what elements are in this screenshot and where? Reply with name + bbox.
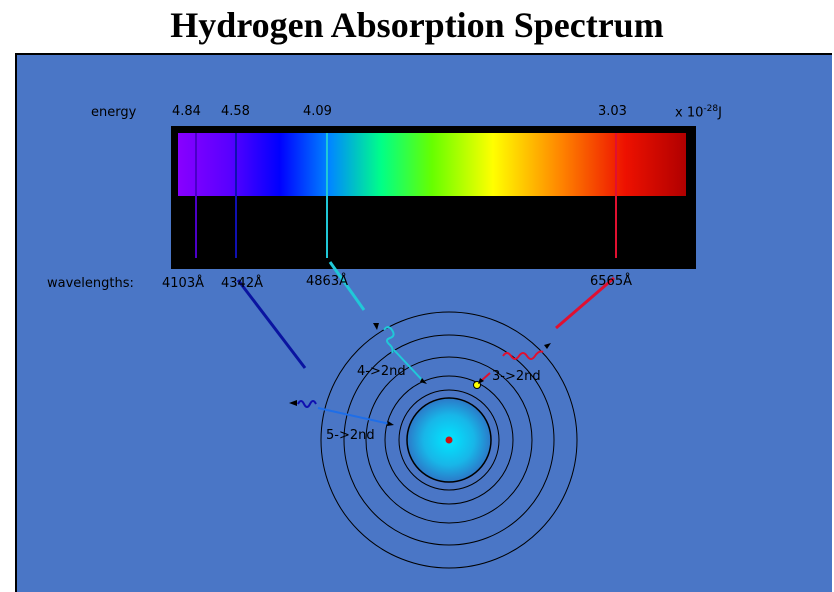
ray-6565 xyxy=(555,276,615,330)
wavelength-label: wavelengths: xyxy=(47,276,134,291)
wavelength-value: 4863Å xyxy=(306,274,348,289)
nucleus xyxy=(445,436,453,444)
energy-label: energy xyxy=(91,105,137,120)
photon-4863-arrowhead xyxy=(373,323,379,330)
transition-arrow-5 xyxy=(317,407,391,425)
photon-4863 xyxy=(383,326,395,354)
ray-4342 xyxy=(236,279,307,369)
transition-arrow-3 xyxy=(480,372,491,382)
energy-value: 4.84 xyxy=(172,104,201,119)
ray-4863 xyxy=(328,261,366,311)
energy-unit: x 10-28J xyxy=(675,104,722,121)
photon-4342 xyxy=(297,400,317,408)
energy-value: 4.58 xyxy=(221,104,250,119)
electron-orbits xyxy=(320,311,578,569)
wavelength-value: 4342Å xyxy=(221,276,263,291)
wavelength-value: 6565Å xyxy=(590,274,632,289)
photon-6565 xyxy=(502,350,544,360)
energy-value: 3.03 xyxy=(598,104,627,119)
transition-label: 5->2nd xyxy=(326,428,375,443)
wavelength-value: 4103Å xyxy=(162,276,204,291)
energy-value: 4.09 xyxy=(303,104,332,119)
transition-label: 3->2nd xyxy=(492,369,541,384)
visible-spectrum-band xyxy=(178,133,686,196)
transition-arrow-4 xyxy=(393,349,425,383)
page-title: Hydrogen Absorption Spectrum xyxy=(170,5,664,45)
transition-label: 4->2nd xyxy=(357,364,406,379)
